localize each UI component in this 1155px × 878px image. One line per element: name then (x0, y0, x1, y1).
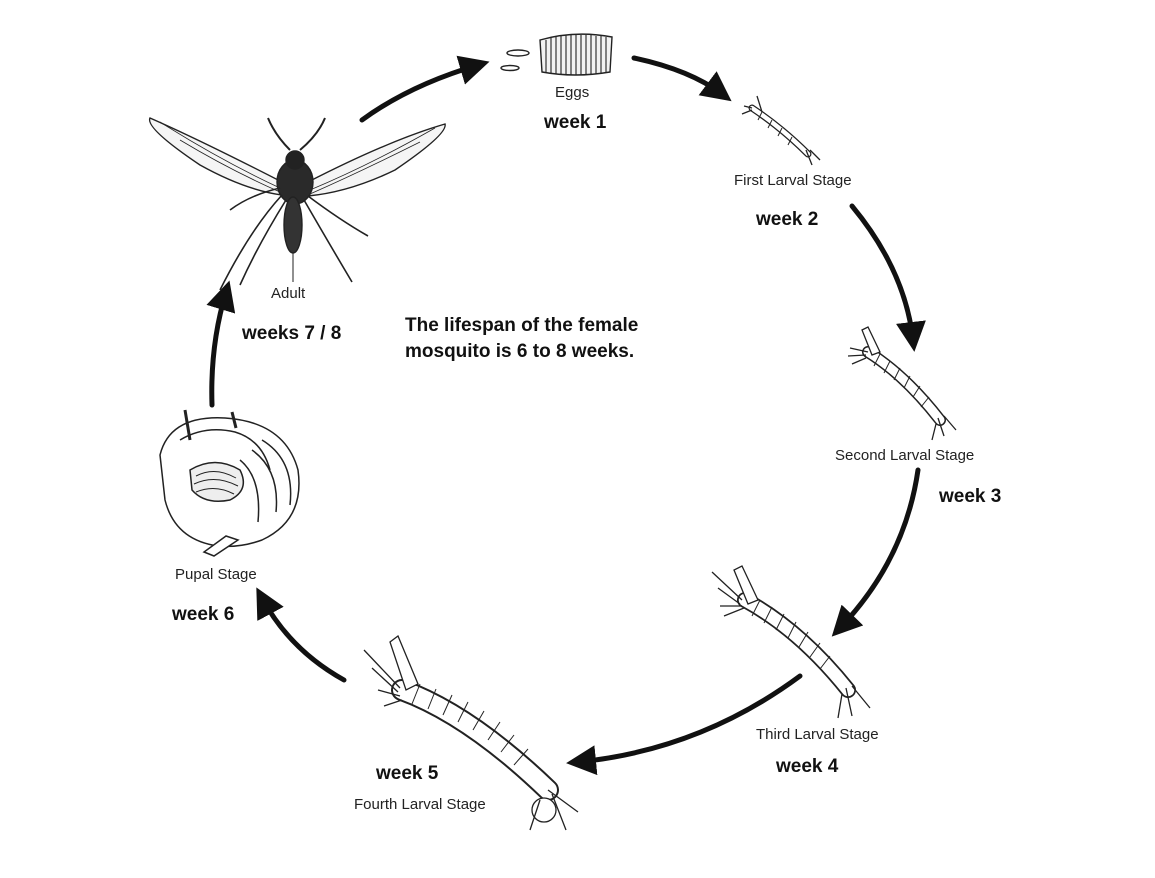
week-label-pupal: week 6 (172, 604, 235, 625)
arrow-first-to-second-larval (849, 203, 926, 352)
stage-label-adult: Adult (271, 285, 306, 302)
arrow-second-to-third-larval (831, 467, 921, 637)
week-label-adult: weeks 7 / 8 (242, 323, 342, 344)
eggs-illustration (500, 33, 613, 76)
stage-label-second-larval: Second Larval Stage (835, 447, 975, 464)
week-label-third-larval: week 4 (776, 756, 839, 777)
stage-label-first-larval: First Larval Stage (734, 172, 852, 189)
stage-label-fourth-larval: Fourth Larval Stage (354, 796, 486, 813)
arrow-eggs-to-first-larval (631, 55, 732, 102)
cycle-arrows (206, 55, 926, 776)
arrow-third-to-fourth-larval (566, 673, 803, 776)
fourth-larval-illustration (363, 634, 579, 831)
stage-label-pupal: Pupal Stage (175, 566, 257, 583)
adult-mosquito-illustration (148, 117, 446, 291)
week-label-fourth-larval: week 5 (376, 763, 439, 784)
week-label-eggs: week 1 (544, 112, 607, 133)
arrow-fourth-larval-to-pupal (256, 587, 347, 683)
first-larval-illustration (741, 95, 821, 166)
arrow-adult-to-eggs (359, 55, 490, 123)
stage-label-third-larval: Third Larval Stage (756, 726, 879, 743)
arrow-pupal-to-adult (206, 280, 236, 408)
lifespan-note: The lifespan of the female mosquito is 6… (405, 315, 639, 362)
stage-label-eggs: Eggs (555, 84, 590, 101)
week-label-second-larval: week 3 (939, 486, 1002, 507)
third-larval-illustration (711, 565, 871, 719)
second-larval-illustration (847, 326, 957, 441)
pupa-illustration (159, 409, 300, 557)
week-label-first-larval: week 2 (756, 209, 819, 230)
